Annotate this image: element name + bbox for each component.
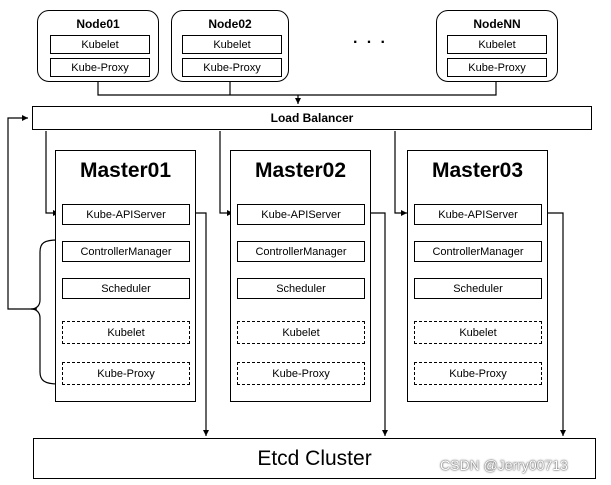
master-controller-manager: ControllerManager — [237, 241, 365, 262]
master-card-master03: Master03 Kube-APIServer ControllerManage… — [407, 150, 548, 402]
master-kube-proxy: Kube-Proxy — [62, 362, 190, 385]
master-title: Master01 — [79, 159, 172, 182]
master-scheduler: Scheduler — [237, 278, 365, 299]
master-controller-manager: ControllerManager — [62, 241, 190, 262]
node-kubelet: Kubelet — [50, 35, 150, 54]
master-scheduler: Scheduler — [414, 278, 542, 299]
node-title: Node01 — [76, 17, 120, 31]
node-kube-proxy: Kube-Proxy — [447, 58, 547, 77]
master-scheduler: Scheduler — [62, 278, 190, 299]
master-card-master01: Master01 Kube-APIServer ControllerManage… — [55, 150, 196, 402]
node-card-nodenn: NodeNN Kubelet Kube-Proxy — [436, 10, 558, 82]
node-title: Node02 — [208, 17, 252, 31]
master-title: Master02 — [254, 159, 347, 182]
node-card-node02: Node02 Kubelet Kube-Proxy — [171, 10, 289, 82]
master-controller-manager: ControllerManager — [414, 241, 542, 262]
node-kubelet: Kubelet — [182, 35, 282, 54]
master-kubelet: Kubelet — [414, 321, 542, 344]
master-kube-apiserver: Kube-APIServer — [414, 204, 542, 225]
node-kube-proxy: Kube-Proxy — [182, 58, 282, 77]
watermark: CSDN @Jerry00713 — [440, 457, 568, 473]
node-title: NodeNN — [473, 17, 521, 31]
node-kubelet: Kubelet — [447, 35, 547, 54]
node-card-node01: Node01 Kubelet Kube-Proxy — [37, 10, 159, 82]
etcd-cluster: Etcd Cluster — [33, 438, 596, 479]
master-card-master02: Master02 Kube-APIServer ControllerManage… — [230, 150, 371, 402]
node-kube-proxy: Kube-Proxy — [50, 58, 150, 77]
more-nodes-ellipsis: · · · — [353, 34, 388, 51]
master-kube-apiserver: Kube-APIServer — [62, 204, 190, 225]
master-kube-proxy: Kube-Proxy — [414, 362, 542, 385]
master-title: Master03 — [431, 159, 524, 182]
master-kube-proxy: Kube-Proxy — [237, 362, 365, 385]
master-kube-apiserver: Kube-APIServer — [237, 204, 365, 225]
master-kubelet: Kubelet — [62, 321, 190, 344]
master-kubelet: Kubelet — [237, 321, 365, 344]
load-balancer: Load Balancer — [32, 106, 592, 130]
